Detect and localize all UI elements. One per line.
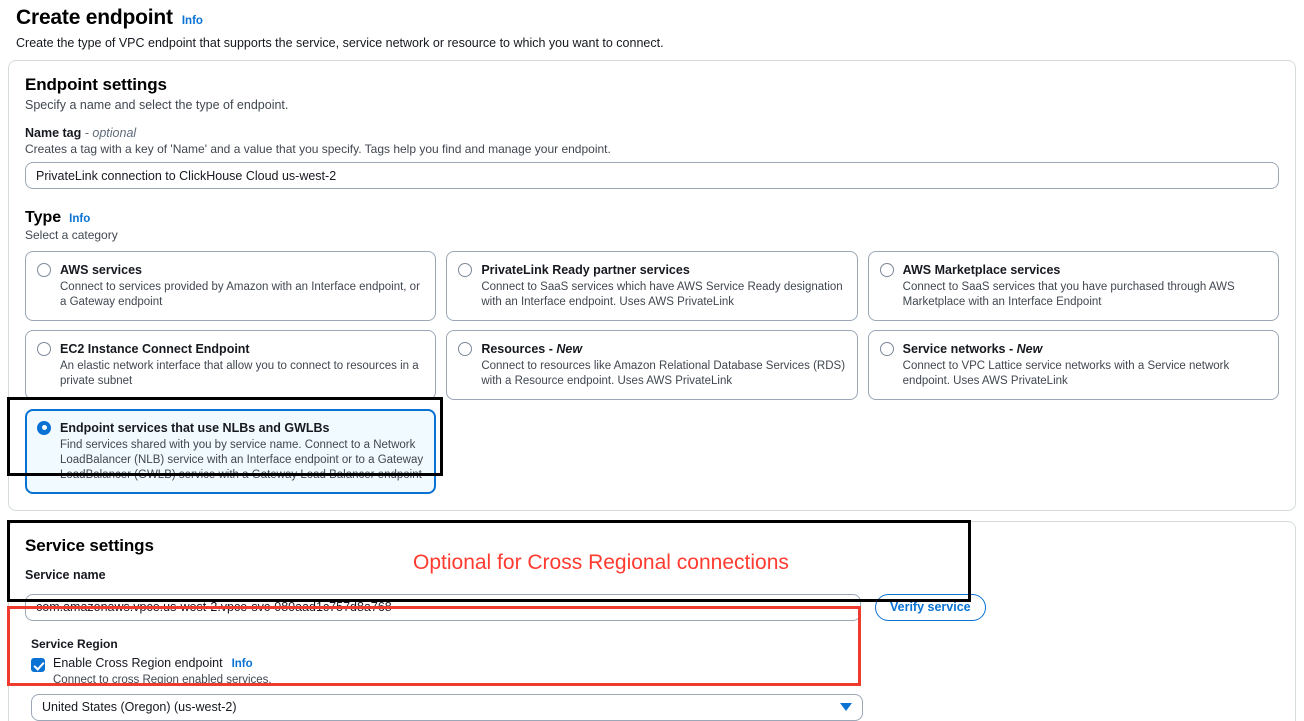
type-option-privatelink-ready-partner-services[interactable]: PrivateLink Ready partner services Conne… bbox=[446, 251, 858, 321]
type-option-title: AWS services bbox=[60, 263, 142, 277]
type-option-title: Endpoint services that use NLBs and GWLB… bbox=[60, 420, 330, 435]
cross-region-checkbox[interactable] bbox=[31, 657, 45, 672]
type-option-grid: AWS services Connect to services provide… bbox=[25, 251, 1279, 494]
page-header: Create endpoint Info Create the type of … bbox=[8, 0, 1296, 50]
type-info-link[interactable]: Info bbox=[69, 213, 91, 225]
name-tag-optional-text: - optional bbox=[84, 126, 137, 140]
type-option-ec2-instance-connect-endpoint[interactable]: EC2 Instance Connect Endpoint An elastic… bbox=[25, 329, 437, 400]
radio-icon[interactable] bbox=[458, 263, 473, 277]
type-option-new-badge: New bbox=[556, 341, 583, 356]
type-option-aws-services[interactable]: AWS services Connect to services provide… bbox=[25, 251, 437, 321]
type-option-desc: Connect to SaaS services which have AWS … bbox=[481, 281, 843, 308]
cross-region-checkbox-row[interactable]: Enable Cross Region endpoint Info bbox=[31, 656, 863, 672]
cross-region-hint: Connect to cross Region enabled services… bbox=[53, 673, 272, 686]
header-info-link[interactable]: Info bbox=[181, 15, 203, 27]
name-tag-label: Name tag - optional bbox=[25, 126, 1279, 140]
service-region-block: Service Region Enable Cross Region endpo… bbox=[25, 633, 869, 721]
type-option-aws-marketplace-services[interactable]: AWS Marketplace services Connect to SaaS… bbox=[867, 251, 1279, 321]
type-option-title-text: Service networks - bbox=[902, 341, 1017, 356]
radio-icon[interactable] bbox=[37, 341, 51, 356]
name-tag-input[interactable]: PrivateLink connection to ClickHouse Clo… bbox=[25, 162, 1279, 189]
type-option-title: AWS Marketplace services bbox=[902, 263, 1061, 277]
type-heading-row: Type Info bbox=[25, 209, 1279, 227]
type-option-desc: An elastic network interface that allow … bbox=[60, 359, 419, 387]
radio-icon-selected[interactable] bbox=[37, 420, 51, 435]
type-option-desc: Connect to VPC Lattice service networks … bbox=[902, 359, 1230, 387]
service-name-row: com.amazonaws.vpce.us-west-2.vpce-svc-08… bbox=[25, 588, 1279, 621]
verify-service-button[interactable]: Verify service bbox=[875, 593, 986, 621]
endpoint-settings-panel: Endpoint settings Specify a name and sel… bbox=[7, 60, 1296, 511]
name-tag-label-text: Name tag bbox=[25, 126, 82, 140]
cross-region-info-link[interactable]: Info bbox=[231, 657, 253, 670]
type-option-new-badge: New bbox=[1016, 341, 1043, 356]
type-option-service-networks[interactable]: Service networks - New Connect to VPC La… bbox=[867, 329, 1279, 400]
type-option-title: Service networks - New bbox=[903, 342, 1043, 356]
radio-icon[interactable] bbox=[458, 341, 473, 356]
radio-icon[interactable] bbox=[879, 341, 894, 356]
radio-icon[interactable] bbox=[37, 263, 51, 277]
type-option-resources[interactable]: Resources - New Connect to resources lik… bbox=[446, 329, 858, 400]
type-title: Type bbox=[25, 209, 62, 226]
service-region-select-value: United States (Oregon) (us-west-2) bbox=[42, 700, 237, 715]
endpoint-settings-subtitle: Specify a name and select the type of en… bbox=[25, 98, 289, 112]
type-option-desc: Connect to services provided by Amazon w… bbox=[60, 281, 420, 308]
page-description: Create the type of VPC endpoint that sup… bbox=[16, 36, 664, 50]
title-row: Create endpoint Info bbox=[16, 6, 1296, 30]
type-subtitle: Select a category bbox=[25, 228, 118, 242]
type-option-title: Resources - New bbox=[481, 342, 582, 356]
service-name-input[interactable]: com.amazonaws.vpce.us-west-2.vpce-svc-08… bbox=[25, 593, 861, 621]
type-option-desc: Connect to resources like Amazon Relatio… bbox=[481, 359, 846, 387]
service-name-label: Service name bbox=[25, 567, 106, 582]
radio-icon[interactable] bbox=[879, 263, 894, 277]
type-option-title-text: Resources - bbox=[481, 341, 557, 356]
type-option-endpoint-services-nlb-gwlb[interactable]: Endpoint services that use NLBs and GWLB… bbox=[25, 408, 437, 494]
type-option-title: PrivateLink Ready partner services bbox=[481, 263, 690, 277]
name-tag-hint: Creates a tag with a key of 'Name' and a… bbox=[25, 142, 611, 156]
type-option-desc: Find services shared with you by service… bbox=[60, 438, 424, 481]
annotation-label-cross-region: Optional for Cross Regional connections bbox=[413, 551, 789, 574]
endpoint-settings-title: Endpoint settings bbox=[25, 75, 167, 94]
service-region-label: Service Region bbox=[31, 636, 118, 651]
chevron-down-icon[interactable] bbox=[840, 703, 852, 712]
cross-region-checkbox-label: Enable Cross Region endpoint bbox=[53, 655, 223, 670]
type-option-desc: Connect to SaaS services that you have p… bbox=[902, 281, 1235, 308]
service-region-select[interactable]: United States (Oregon) (us-west-2) bbox=[31, 693, 863, 721]
service-settings-title: Service settings bbox=[25, 535, 154, 555]
type-option-title: EC2 Instance Connect Endpoint bbox=[60, 341, 250, 356]
page-title: Create endpoint bbox=[16, 6, 173, 29]
